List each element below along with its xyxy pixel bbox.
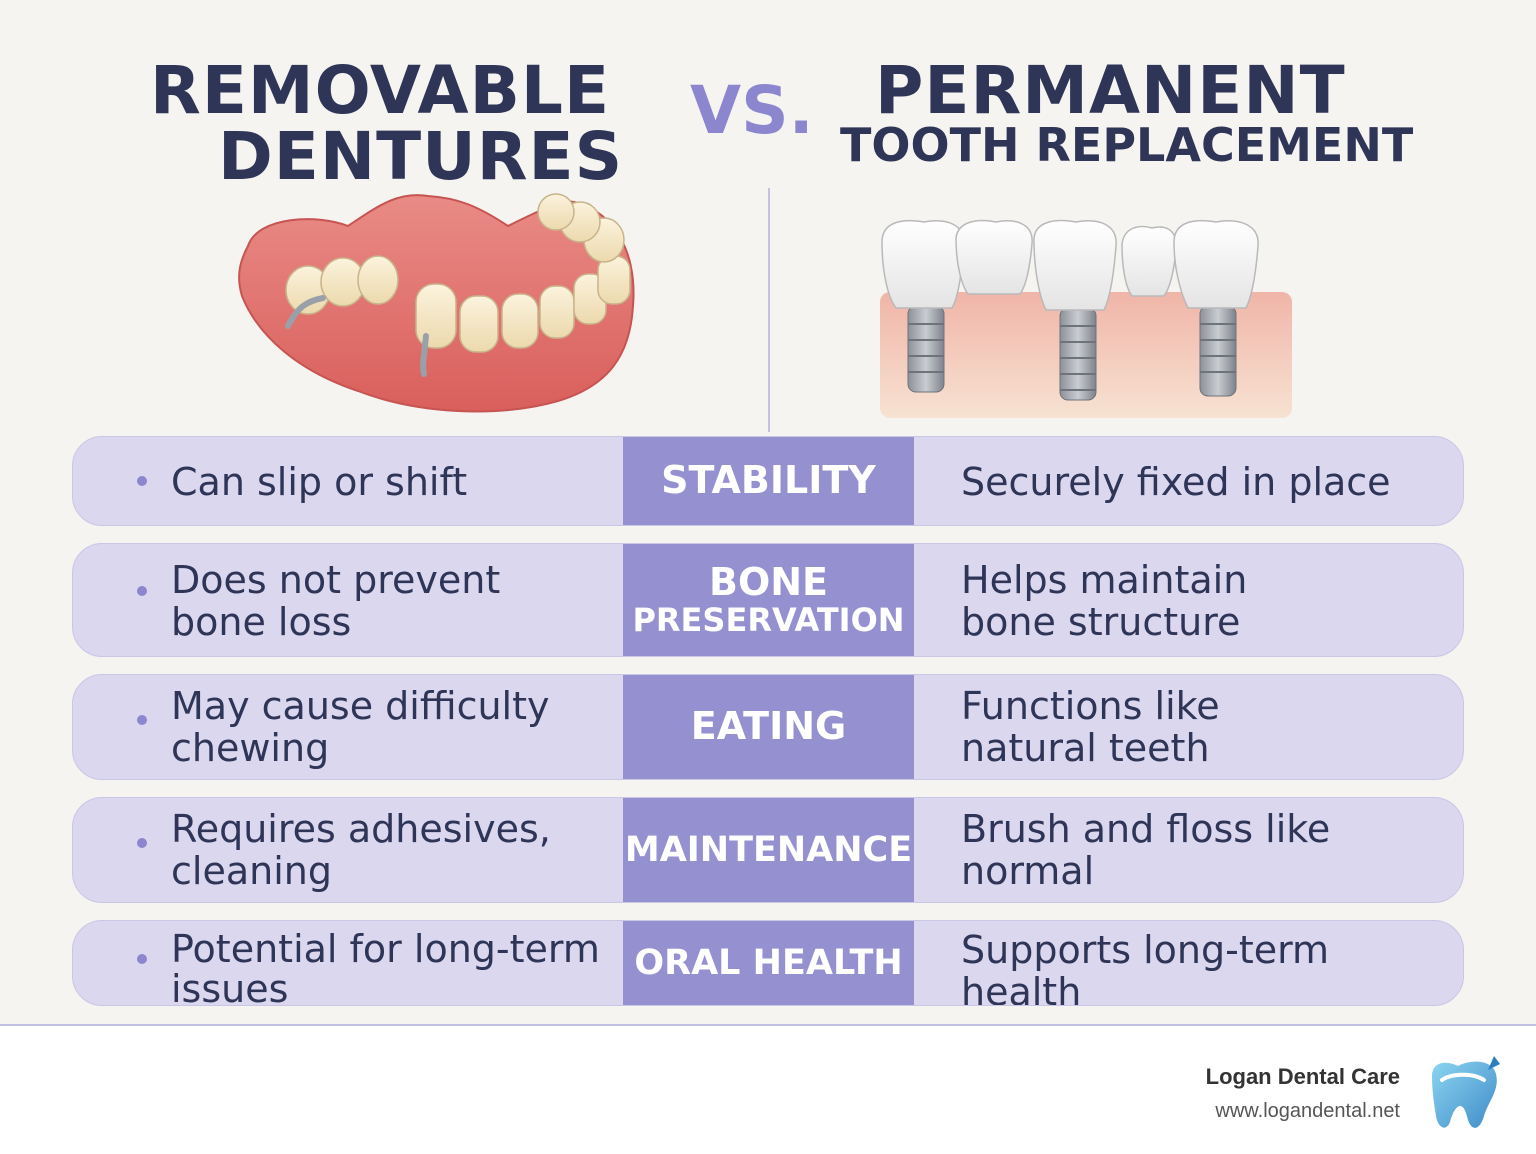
bullet-dot [137,715,147,725]
vs-label: VS. [690,72,814,149]
brand-url: www.logandental.net [1215,1100,1400,1122]
brand-name: Logan Dental Care [1205,1064,1400,1089]
implant-point: Supports long-term health [961,928,1330,1006]
tooth-logo-icon [1432,1056,1500,1128]
bullet-dot [137,586,147,596]
implant-point: Securely fixed in place [961,460,1391,504]
left-title-line1: REMOVABLE [150,52,611,129]
footer [0,1026,1536,1154]
category-label-eating: EATING [623,675,914,779]
comparison-row-stability: Can slip or shift STABILITY Securely fix… [72,436,1464,526]
bullet-dot [137,476,147,486]
bullet-dot [137,954,147,964]
right-title-line2: TOOTH REPLACEMENT [840,118,1414,172]
category-label-stability: STABILITY [623,437,914,525]
dental-implant-bridge-illustration [880,219,1292,418]
right-title-line1: PERMANENT [875,52,1346,129]
removable-denture-illustration [238,193,635,413]
category-label-maintenance: MAINTENANCE [623,798,914,902]
category-label-oral-health: ORAL HEALTH [623,921,914,1005]
bullet-dot [137,838,147,848]
denture-point: Can slip or shift [171,460,468,504]
denture-point: Requires adhesives,cleaning [171,807,551,893]
comparison-row-maintenance: Requires adhesives,cleaning MAINTENANCE … [72,797,1464,903]
left-title-line2: DENTURES [218,118,624,195]
footer-divider [0,1024,1536,1026]
header-divider [768,188,770,432]
